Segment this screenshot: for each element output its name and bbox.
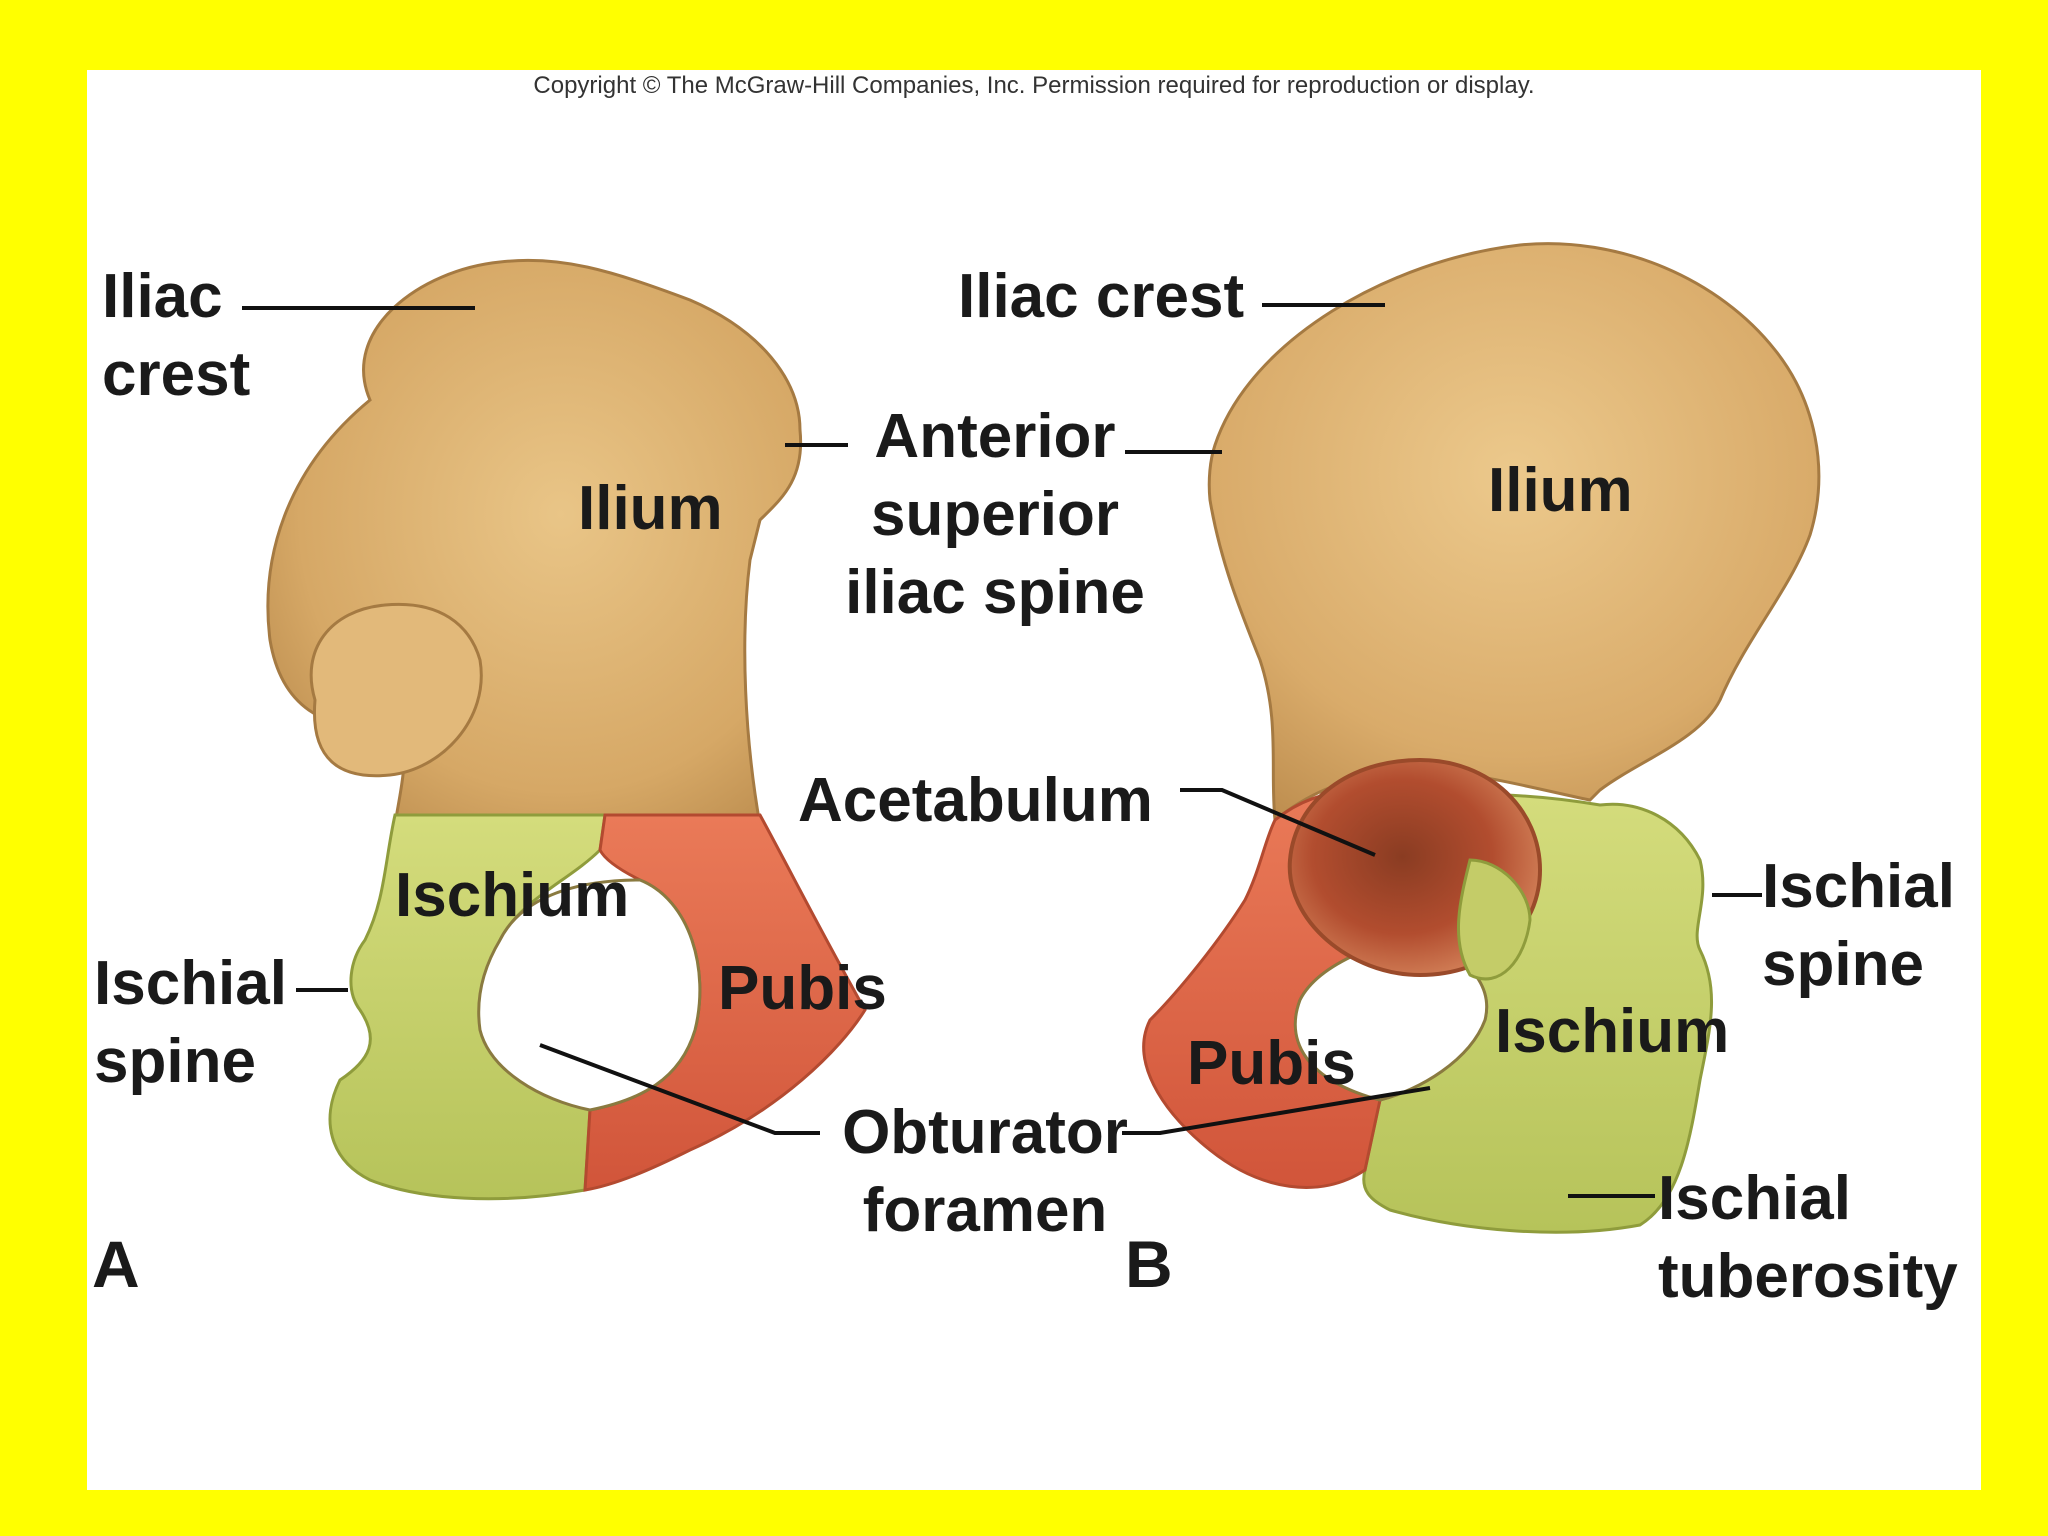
label-obturator-foramen: Obturator foramen: [842, 1098, 1128, 1245]
leader-lines-a: [242, 306, 848, 1135]
label-a-ischial-spine: Ischial spine: [94, 949, 287, 1096]
label-a-pubis: Pubis: [718, 954, 887, 1023]
label-b-ischium: Ischium: [1495, 997, 1730, 1066]
label-a-ischium: Ischium: [395, 861, 630, 930]
label-anterior-superior-iliac-spine: Anterior superior iliac spine: [845, 402, 1145, 627]
label-b-ischial-tuberosity: Ischial tuberosity: [1658, 1164, 1958, 1311]
label-a-ilium: Ilium: [578, 474, 723, 543]
label-b-ilium: Ilium: [1488, 456, 1633, 525]
label-b-iliac-crest: Iliac crest: [958, 262, 1245, 331]
label-b-pubis: Pubis: [1187, 1029, 1356, 1098]
label-b-acetabulum: Acetabulum: [798, 766, 1153, 835]
label-a-iliac-crest: Iliac crest: [102, 262, 251, 409]
bone-b: [1142, 242, 1821, 1234]
label-b-ischial-spine: Ischial spine: [1762, 852, 1955, 999]
bone-a: [266, 258, 867, 1201]
bone-a-obturator-foramen: [477, 878, 702, 1112]
leader-b-acetabulum: [1180, 788, 1376, 857]
copyright-notice: Copyright © The McGraw-Hill Companies, I…: [533, 72, 1535, 99]
bone-a-auricular-surface: [309, 602, 483, 778]
panel-a-letter: A: [92, 1227, 140, 1301]
panel-b-letter: B: [1125, 1227, 1173, 1301]
leader-b-obturator-foramen: [1122, 1086, 1431, 1135]
bone-b-ilium: [1207, 242, 1821, 823]
bone-b-acetabular-notch: [1456, 858, 1532, 981]
leader-lines-b: [1122, 303, 1762, 1198]
leader-a-obturator-foramen: [539, 1043, 820, 1135]
